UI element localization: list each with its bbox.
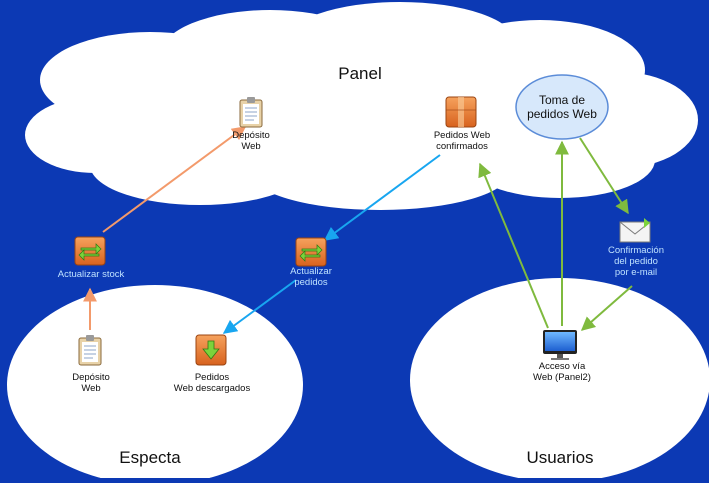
acceso-web-label: Acceso vía Web (Panel2): [533, 361, 591, 383]
connector-email-to-acceso: [580, 285, 633, 331]
panel-title: Panel: [338, 64, 382, 83]
confirmacion-email-label: Confirmación del pedido por e-mail: [608, 245, 664, 278]
monitor-icon: [543, 330, 577, 360]
especta-title: Especta: [119, 448, 181, 467]
download-box-icon: [195, 334, 227, 366]
deposito-panel-label: Depósito Web: [232, 130, 270, 152]
connector-toma-to-email: [579, 137, 629, 215]
connector-actualizar-to-descargados: [222, 279, 297, 334]
panel-cloud: [25, 2, 698, 210]
sync-arrows-icon: [295, 237, 327, 267]
sync-arrows-icon: [74, 236, 106, 266]
connector-pedidos-to-actualizar: [323, 154, 441, 241]
usuarios-title: Usuarios: [526, 448, 594, 467]
pedidos-descargados-label: Pedidos Web descargados: [173, 372, 251, 394]
clipboard-icon: [239, 97, 263, 128]
toma-pedidos-label: Toma de pedidos Web: [527, 93, 597, 121]
usuarios-region: [410, 278, 709, 482]
package-icon: [445, 96, 477, 128]
toma-pedidos-node: [515, 74, 609, 140]
clipboard-icon: [78, 335, 102, 366]
connector-acceso-to-pedidos: [478, 162, 549, 329]
actualizar-pedidos-label: Actualizar pedidos: [290, 266, 332, 288]
connector-actualizar-to-deposito-panel: [102, 126, 247, 233]
especta-region: [7, 285, 303, 483]
pedidos-confirmados-label: Pedidos Web confirmados: [433, 130, 491, 152]
envelope-icon: [619, 218, 651, 243]
actualizar-stock-label: Actualizar stock: [57, 269, 125, 280]
deposito-especta-label: Depósito Web: [72, 372, 110, 394]
